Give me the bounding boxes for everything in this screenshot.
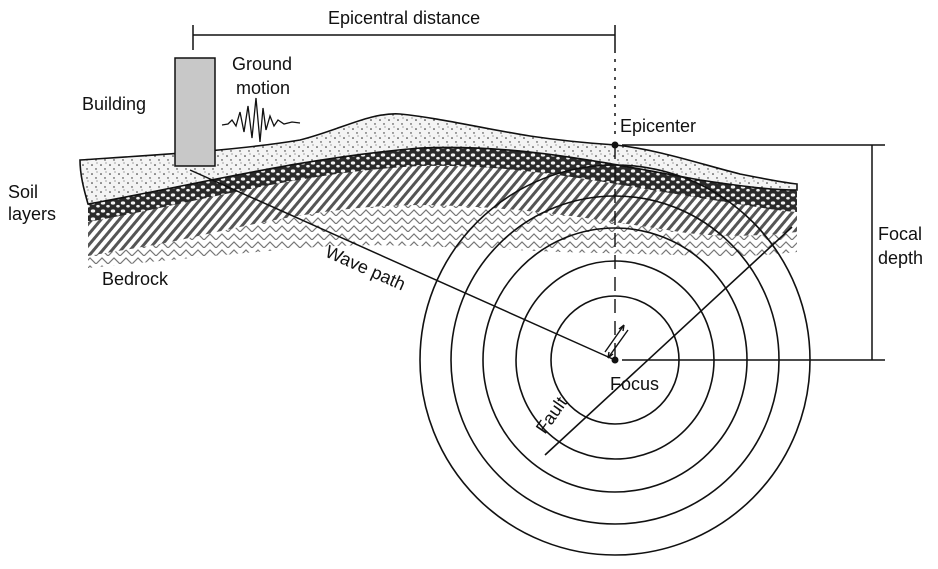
epicentral-distance-label: Epicentral distance	[328, 8, 480, 28]
motion-label: motion	[236, 78, 290, 98]
fault-slip-arrows	[605, 325, 628, 358]
building-label: Building	[82, 94, 146, 114]
layers-label: layers	[8, 204, 56, 224]
focal-label: Focal	[878, 224, 922, 244]
ground-motion-trace	[222, 98, 300, 142]
ground-label: Ground	[232, 54, 292, 74]
epicenter-point	[612, 142, 619, 149]
bedrock-label: Bedrock	[102, 269, 169, 289]
depth-label: depth	[878, 248, 923, 268]
wave-path-label: Wave path	[322, 241, 408, 294]
soil-label: Soil	[8, 182, 38, 202]
fault-line	[545, 227, 792, 455]
focus-label: Focus	[610, 374, 659, 394]
focus-point	[612, 357, 619, 364]
epicenter-label: Epicenter	[620, 116, 696, 136]
building-block	[175, 58, 215, 166]
